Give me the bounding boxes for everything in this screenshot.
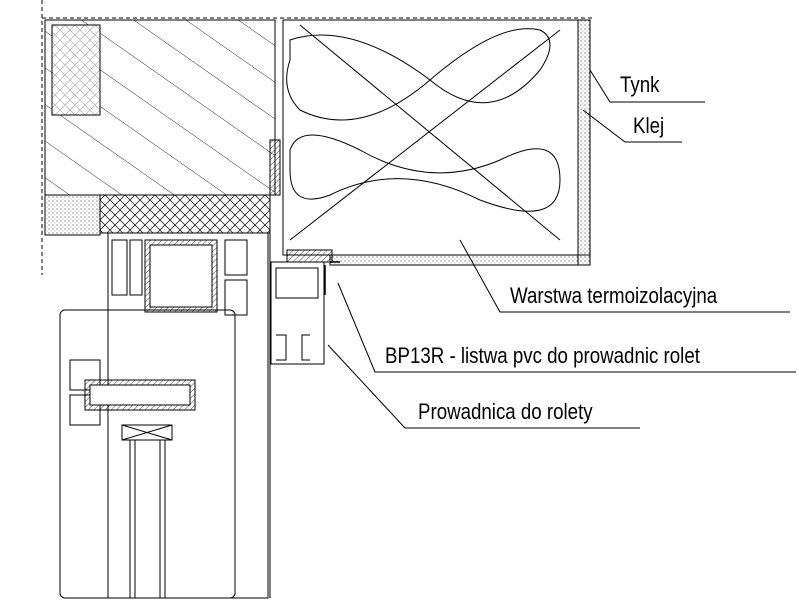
insulation-loop	[286, 28, 551, 121]
reinforcement-cavity	[149, 244, 213, 308]
leader-guide	[327, 344, 640, 429]
label-guide: Prowadnica do rolety	[418, 399, 593, 424]
insulation-diagonal	[299, 24, 561, 241]
leader-klej	[582, 109, 682, 143]
leader-insulation	[459, 239, 790, 313]
drawing-lines	[41, 0, 796, 599]
glass-spacer	[121, 424, 173, 441]
roller-guide	[270, 261, 325, 365]
bp13r-clip	[324, 261, 340, 295]
glass-spacer-cross	[121, 424, 173, 441]
insulation-loop	[289, 134, 561, 212]
label-insulation: Warstwa termoizolacyjna	[510, 283, 718, 308]
label-tynk: Tynk	[620, 72, 660, 97]
frame-chamber	[224, 239, 248, 276]
insulation-diagonal	[289, 29, 561, 241]
plaster-layer	[577, 19, 591, 266]
bp13r-profile	[286, 249, 333, 263]
sash-frame	[59, 309, 236, 599]
frame-chamber	[111, 239, 128, 296]
masonry-block	[51, 24, 101, 116]
leader-bp13r	[337, 282, 796, 373]
sash-reinforcement-cavity	[89, 384, 191, 406]
wall-strip	[269, 139, 281, 196]
frame-chamber	[129, 239, 143, 296]
label-bp13r: BP13R - listwa pvc do prowadnic rolet	[385, 343, 700, 368]
foam-layer	[99, 194, 271, 234]
leader-tynk	[589, 69, 705, 103]
label-klej: Klej	[633, 113, 665, 138]
sill-insulation	[44, 194, 101, 236]
roller-guide-chamber	[275, 267, 319, 299]
plaster-bottom	[329, 254, 591, 266]
frame-chamber	[224, 279, 248, 316]
guide-channel	[276, 334, 310, 361]
